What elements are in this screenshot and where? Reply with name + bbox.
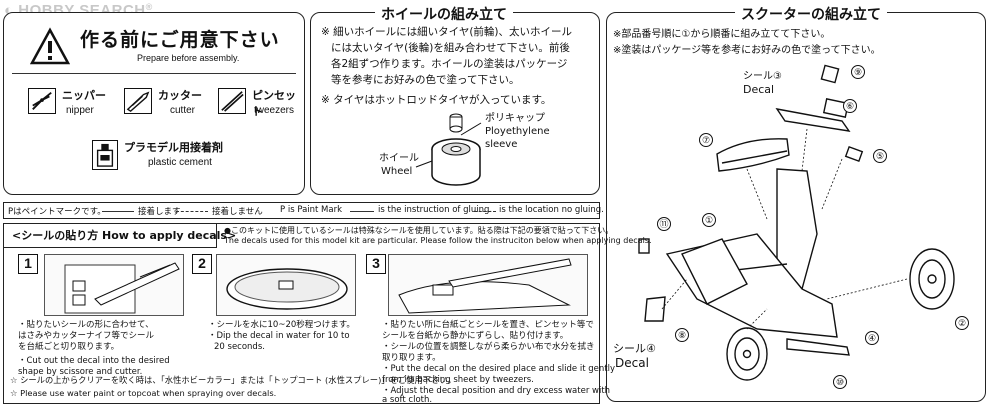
scooter-panel: スクーターの組み立て ※部品番号順に①から順番に組み立てて下さい。 ※塗装はパッ… <box>606 4 986 402</box>
prepare-panel: 作る前にご用意下さい Prepare before assembly. ニッパー… <box>3 12 305 195</box>
prepare-subtitle: Prepare before assembly. <box>137 53 240 63</box>
decal-note-jp: ●このキットに使用しているシールは特殊なシールを使用しています。貼る際は下記の要… <box>224 226 614 235</box>
step-1-text-4: ・Cut out the decal into the desired <box>18 356 170 366</box>
watermark-reg: ® <box>145 2 153 12</box>
legend-noglue-line-jp <box>176 211 208 212</box>
label-polycap-en1: Ployethylene <box>485 126 550 137</box>
part-10: ⑩ <box>833 375 847 389</box>
tool-cutter-jp: カッター <box>158 89 202 102</box>
wheel-title: ホイールの組み立て <box>375 4 513 24</box>
tool-cement-jp: プラモデル用接着剤 <box>124 141 223 154</box>
step-1-text-3: を台紙ごと切り取ります。 <box>18 342 120 352</box>
nipper-icon <box>28 88 56 114</box>
step-2-text-1: ・シールを水に10~20秒程つけます。 <box>208 320 355 330</box>
decal-panel: <シールの貼り方 How to apply decals> ●このキットに使用し… <box>3 223 652 405</box>
legend-glue-jp: 接着します <box>138 207 181 217</box>
step-2-text-3: 20 seconds. <box>214 342 265 352</box>
part-1: ① <box>702 213 716 227</box>
legend-glue-line-en <box>350 211 374 212</box>
decal3-en: Decal <box>743 83 775 96</box>
decal3-jp: シール③ <box>743 71 782 82</box>
wheel-panel: ホイールの組み立て ※ 細いホイールには細いタイヤ(前輪)、太いホイール には太… <box>310 4 600 195</box>
tweezers-icon <box>218 88 246 114</box>
step-2-text-2: ・Dip the decal in water for 10 to <box>208 331 350 341</box>
part-6: ⑥ <box>843 99 857 113</box>
part-2: ② <box>955 316 969 330</box>
step-3-illustration <box>388 254 588 316</box>
legend-noglue-en: is the location no gluing. <box>499 205 604 215</box>
tool-cutter-en: cutter <box>170 105 196 116</box>
legend-paint-en: P is Paint Mark <box>280 205 343 215</box>
wheel-text-2: には太いタイヤ(後輪)を組み合わせて下さい。前後 <box>331 42 570 54</box>
part-9: ⑨ <box>851 65 865 79</box>
tool-nipper-jp: ニッパー <box>62 89 106 102</box>
step-3-number: 3 <box>366 254 386 274</box>
wheel-text-4: 等を参考にお好みの色で塗って下さい。 <box>331 74 520 86</box>
step-3-text-2: シールを台紙から静かにずらし、貼り付けます。 <box>382 331 569 341</box>
wheel-diagram <box>415 113 482 186</box>
step-3-text-8: a soft cloth. <box>382 395 433 405</box>
decal-footnote-jp: ☆ シールの上からクリアーを吹く時は、「水性ホビーカラー」または「トップコート … <box>10 375 456 385</box>
legend-glue-en: is the instruction of gluing. <box>378 205 493 215</box>
tool-cement-en: plastic cement <box>148 157 212 168</box>
step-1-text-1: ・貼りたいシールの形に合わせて、 <box>18 320 154 330</box>
step-2-number: 2 <box>192 254 212 274</box>
label-polycap-en2: sleeve <box>485 139 518 150</box>
step-1-illustration <box>44 254 184 316</box>
scooter-exploded-diagram <box>638 64 955 381</box>
step-1-text-5: shape by scissore and cutter. <box>18 367 143 377</box>
legend-bar: Pはペイントマークです。 接着します 接着しません P is Paint Mar… <box>3 202 604 219</box>
step-1-text-2: はさみやカッターナイフ等でシール <box>18 331 155 341</box>
part-11: ⑪ <box>657 217 671 231</box>
scooter-title: スクーターの組み立て <box>735 4 887 24</box>
step-3-text-5: ・Put the decal on the desired place and … <box>382 364 615 374</box>
scooter-text-1: ※部品番号順に①から順番に組み立てて下さい。 <box>613 29 831 40</box>
prepare-title: 作る前にご用意下さい <box>80 29 280 51</box>
step-3-text-4: 取り取ります。 <box>382 353 441 363</box>
step-1-number: 1 <box>18 254 38 274</box>
tool-tweezers-jp: ピンセット <box>252 89 296 118</box>
legend-glue-line-jp <box>102 211 134 212</box>
cutter-icon <box>124 88 152 114</box>
scooter-text-2: ※塗装はパッケージ等を参考にお好みの色で塗って下さい。 <box>613 45 881 56</box>
wheel-text-5: ※ タイヤはホットロッドタイヤが入っています。 <box>321 94 552 106</box>
watermark-logo-icon: ◐ <box>4 2 14 19</box>
part-4: ④ <box>865 331 879 345</box>
wheel-text-1: ※ 細いホイールには細いタイヤ(前輪)、太いホイール <box>321 26 573 38</box>
warning-icon <box>30 27 70 65</box>
decal4-en: Decal <box>615 356 649 370</box>
decal4-jp: シール④ <box>613 342 656 355</box>
legend-paint-jp: Pはペイントマークです。 <box>8 207 106 217</box>
step-3-text-6: from its backing sheet by tweezers. <box>382 375 534 385</box>
step-3-text-7: ・Adjust the decal position and dry exces… <box>382 386 611 396</box>
decal-title: <シールの貼り方 How to apply decals> <box>4 224 236 248</box>
step-3-text-1: ・貼りたい所に台紙ごとシールを置き、ピンセット等で <box>382 320 594 330</box>
label-wheel-en: Wheel <box>381 166 413 177</box>
label-wheel-jp: ホイール <box>379 153 419 164</box>
step-2-illustration <box>216 254 356 316</box>
part-5: ⑤ <box>873 149 887 163</box>
tool-tweezers-en: tweezers <box>254 105 295 116</box>
tool-nipper-en: nipper <box>66 105 94 116</box>
wheel-text-3: 各2組ずつ作ります。ホイールの塗装はパッケージ <box>331 58 568 70</box>
step-3-text-3: ・シールの位置を調整しながら柔らかい布で水分を拭き <box>382 342 595 352</box>
prepare-divider <box>12 73 296 74</box>
decal-note-en: The decals used for this model kit are p… <box>224 236 652 245</box>
part-7: ⑦ <box>699 133 713 147</box>
legend-noglue-line-en <box>474 211 496 212</box>
part-8: ⑧ <box>675 328 689 342</box>
legend-noglue-jp: 接着しません <box>212 207 263 217</box>
label-polycap-jp: ポリキャップ <box>485 113 545 124</box>
decal-footnote-en: ☆ Please use water paint or topcoat when… <box>10 388 277 398</box>
cement-icon <box>92 140 118 170</box>
